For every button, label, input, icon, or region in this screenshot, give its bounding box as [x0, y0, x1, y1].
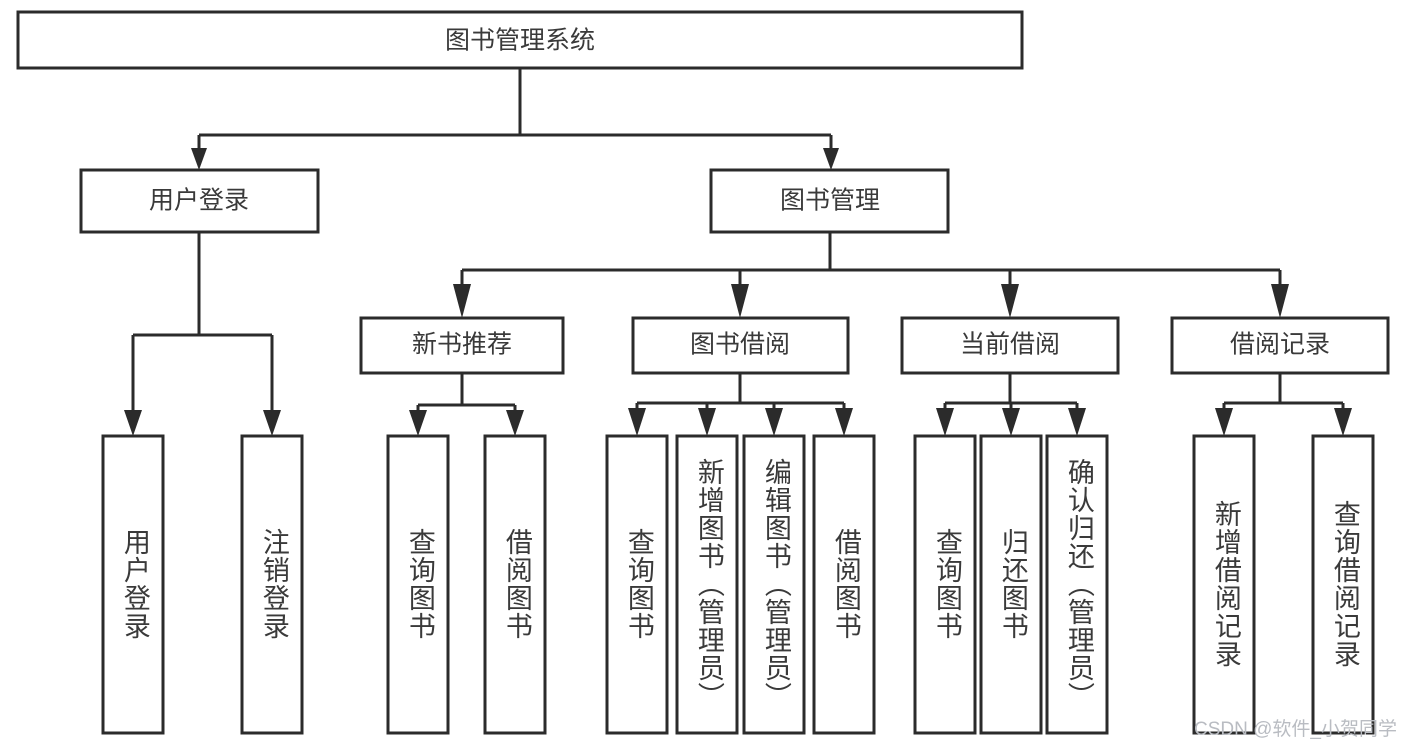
- node-leaf-user-login[interactable]: 用户登录: [101, 434, 165, 735]
- node-leaf-borrow-book-2-label: 借阅图书: [831, 528, 862, 640]
- arrow-head-leaf-add-book: [698, 408, 716, 436]
- node-leaf-logout-label: 注销登录: [259, 528, 290, 640]
- node-borrow-record[interactable]: 借阅记录: [1170, 316, 1390, 375]
- node-leaf-query-record[interactable]: 查询借阅记录: [1311, 434, 1375, 735]
- arrow-head-leaf-logout: [263, 410, 281, 436]
- node-leaf-query-book-3-box[interactable]: [913, 434, 977, 735]
- node-leaf-query-book-2-box[interactable]: [605, 434, 669, 735]
- node-leaf-logout[interactable]: 注销登录: [240, 434, 304, 735]
- node-leaf-query-book-1-label: 查询图书: [405, 528, 436, 640]
- node-root-box[interactable]: [16, 10, 1024, 70]
- node-leaf-query-book-3[interactable]: 查询图书: [913, 434, 977, 735]
- node-current-borrow[interactable]: 当前借阅: [900, 316, 1120, 375]
- arrow-head-book-management: [823, 148, 839, 170]
- node-leaf-return-book-box[interactable]: [979, 434, 1043, 735]
- node-user-login-box[interactable]: [79, 168, 320, 234]
- arrow-head-leaf-query-book-3: [936, 408, 954, 436]
- node-leaf-borrow-book-2-box[interactable]: [812, 434, 876, 735]
- node-current-borrow-box[interactable]: [900, 316, 1120, 375]
- arrow-head-leaf-borrow-book-2: [835, 408, 853, 436]
- node-leaf-edit-book-box[interactable]: [742, 434, 806, 735]
- node-leaf-borrow-book-1-box[interactable]: [483, 434, 547, 735]
- node-leaf-borrow-book-1[interactable]: 借阅图书: [483, 434, 547, 735]
- arrow-head-borrow-record: [1271, 284, 1289, 318]
- node-leaf-edit-book[interactable]: 编辑图书（管理员）: [742, 434, 806, 735]
- node-user-login[interactable]: 用户登录: [79, 168, 320, 234]
- node-new-book-recommend-label: 新书推荐: [412, 331, 512, 359]
- arrow-head-user-login: [191, 148, 207, 170]
- arrow-head-leaf-edit-book: [765, 408, 783, 436]
- node-leaf-query-record-box[interactable]: [1311, 434, 1375, 735]
- node-leaf-query-book-2[interactable]: 查询图书: [605, 434, 669, 735]
- edge-group: [124, 68, 1352, 436]
- arrow-head-leaf-return-book: [1002, 408, 1020, 436]
- node-leaf-return-book[interactable]: 归还图书: [979, 434, 1043, 735]
- node-leaf-confirm-return-label: 确认归还（管理员）: [1064, 458, 1095, 710]
- arrow-head-new-book-recommend: [453, 284, 471, 318]
- node-leaf-logout-box[interactable]: [240, 434, 304, 735]
- node-leaf-add-record-label: 新增借阅记录: [1211, 500, 1242, 668]
- node-book-borrow-box[interactable]: [631, 316, 850, 375]
- node-leaf-query-book-1[interactable]: 查询图书: [386, 434, 450, 735]
- watermark-text: CSDN @软件_小贺同学: [1194, 719, 1397, 740]
- node-new-book-recommend-box[interactable]: [359, 316, 565, 375]
- node-borrow-record-box[interactable]: [1170, 316, 1390, 375]
- node-leaf-query-record-label: 查询借阅记录: [1330, 500, 1361, 668]
- arrow-head-leaf-borrow-book-1: [506, 410, 524, 436]
- node-leaf-confirm-return[interactable]: 确认归还（管理员）: [1045, 434, 1109, 735]
- node-leaf-add-record[interactable]: 新增借阅记录: [1192, 434, 1256, 735]
- node-borrow-record-label: 借阅记录: [1230, 331, 1330, 359]
- node-leaf-return-book-label: 归还图书: [998, 528, 1029, 640]
- node-leaf-borrow-book-1-label: 借阅图书: [502, 528, 533, 640]
- node-leaf-query-book-1-box[interactable]: [386, 434, 450, 735]
- node-book-borrow-label: 图书借阅: [690, 331, 790, 359]
- arrow-head-leaf-query-book-1: [409, 410, 427, 436]
- node-leaf-user-login-label: 用户登录: [120, 528, 151, 640]
- arrow-head-current-borrow: [1001, 284, 1019, 318]
- node-leaf-confirm-return-box[interactable]: [1045, 434, 1109, 735]
- node-root-label: 图书管理系统: [445, 27, 595, 55]
- arrow-head-leaf-confirm-return: [1068, 408, 1086, 436]
- node-new-book-recommend[interactable]: 新书推荐: [359, 316, 565, 375]
- node-leaf-add-book-box[interactable]: [675, 434, 739, 735]
- node-book-management-label: 图书管理: [780, 187, 880, 215]
- node-leaf-add-book-label: 新增图书（管理员）: [694, 458, 725, 710]
- arrow-head-leaf-query-book-2: [628, 408, 646, 436]
- arrow-head-book-borrow: [731, 284, 749, 318]
- node-leaf-borrow-book-2[interactable]: 借阅图书: [812, 434, 876, 735]
- node-book-management-box[interactable]: [709, 168, 950, 234]
- node-leaf-query-book-2-label: 查询图书: [624, 528, 655, 640]
- arrow-head-leaf-add-record: [1215, 408, 1233, 436]
- node-leaf-add-book[interactable]: 新增图书（管理员）: [675, 434, 739, 735]
- arrow-head-leaf-query-record: [1334, 408, 1352, 436]
- arrow-head-leaf-user-login: [124, 410, 142, 436]
- node-book-borrow[interactable]: 图书借阅: [631, 316, 850, 375]
- node-user-login-label: 用户登录: [149, 187, 249, 215]
- node-book-management[interactable]: 图书管理: [709, 168, 950, 234]
- node-leaf-query-book-3-label: 查询图书: [932, 528, 963, 640]
- node-leaf-edit-book-label: 编辑图书（管理员）: [761, 458, 792, 710]
- node-root[interactable]: 图书管理系统: [16, 10, 1024, 70]
- node-leaf-user-login-box[interactable]: [101, 434, 165, 735]
- node-current-borrow-label: 当前借阅: [960, 331, 1060, 359]
- node-leaf-add-record-box[interactable]: [1192, 434, 1256, 735]
